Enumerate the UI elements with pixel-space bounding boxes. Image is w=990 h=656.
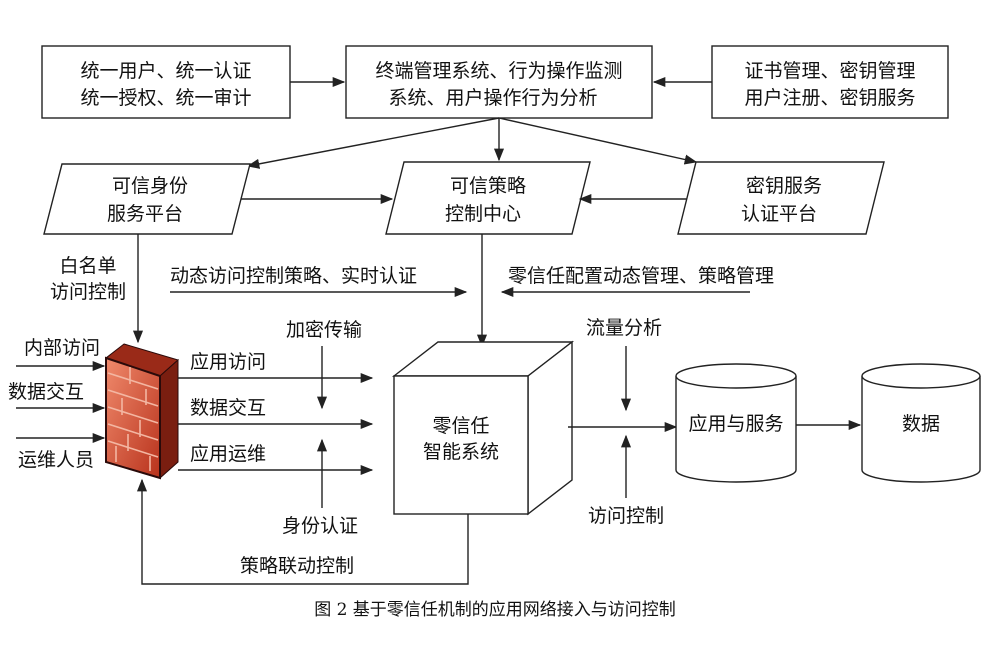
terminal-management-box: 终端管理系统、行为操作监测 系统、用户操作行为分析: [345, 45, 653, 119]
terminal-management-line-2: 系统、用户操作行为分析: [388, 87, 597, 109]
whitelist-label-1: 白名单: [59, 255, 116, 277]
app-ops-label: 应用运维: [190, 443, 266, 465]
data-exchange-in-label: 数据交互: [8, 381, 84, 403]
whitelist-label-2: 访问控制: [50, 281, 126, 303]
data-label: 数据: [902, 413, 940, 435]
unified-management-line-1: 统一用户、统一认证: [80, 60, 251, 82]
identity-auth-label: 身份认证: [282, 515, 358, 537]
identity-platform: 可信身份 服务平台: [43, 163, 251, 235]
certificate-management-box: 证书管理、密钥管理 用户注册、密钥服务: [711, 45, 949, 119]
policy-control-center: 可信策略 控制中心: [385, 161, 591, 235]
key-auth-line-1: 密钥服务: [746, 175, 822, 197]
zero-trust-core-cube: 零信任 智能系统: [391, 340, 575, 516]
unified-management-box: 统一用户、统一认证 统一授权、统一审计: [41, 45, 291, 119]
core-line-1: 零信任: [432, 415, 489, 437]
arrow-center-to-identity: [246, 117, 500, 169]
arrow-linkage-control: [136, 478, 469, 585]
core-line-2: 智能系统: [423, 441, 499, 463]
certificate-management-line-1: 证书管理、密钥管理: [744, 60, 915, 82]
key-auth-platform: 密钥服务 认证平台: [677, 161, 885, 235]
firewall-icon: [104, 343, 180, 480]
linkage-control-label: 策略联动控制: [240, 555, 354, 577]
policy-control-line-1: 可信策略: [450, 175, 526, 197]
internal-access-label: 内部访问: [24, 337, 100, 359]
key-auth-line-2: 认证平台: [741, 203, 817, 225]
traffic-analysis-label: 流量分析: [586, 317, 662, 339]
identity-platform-line-2: 服务平台: [107, 203, 183, 225]
figure-caption: 图 2 基于零信任机制的应用网络接入与访问控制: [314, 600, 676, 620]
app-service-cylinder: 应用与服务: [675, 363, 797, 483]
arrow-center-to-key: [498, 117, 698, 165]
unified-management-line-2: 统一授权、统一审计: [80, 87, 251, 109]
app-access-label: 应用访问: [190, 351, 266, 373]
encrypted-transfer-label: 加密传输: [286, 319, 362, 341]
access-control-label: 访问控制: [588, 505, 664, 527]
policy-control-line-2: 控制中心: [445, 203, 521, 225]
dynamic-policy-label: 动态访问控制策略、实时认证: [170, 265, 417, 287]
identity-platform-line-1: 可信身份: [112, 175, 188, 197]
zero-trust-config-label: 零信任配置动态管理、策略管理: [508, 265, 774, 287]
data-cylinder: 数据: [861, 363, 981, 483]
app-service-label: 应用与服务: [688, 413, 783, 435]
certificate-management-line-2: 用户注册、密钥服务: [744, 87, 915, 109]
ops-staff-label: 运维人员: [18, 449, 94, 471]
terminal-management-line-1: 终端管理系统、行为操作监测: [375, 60, 622, 82]
data-exchange-label: 数据交互: [190, 397, 266, 419]
